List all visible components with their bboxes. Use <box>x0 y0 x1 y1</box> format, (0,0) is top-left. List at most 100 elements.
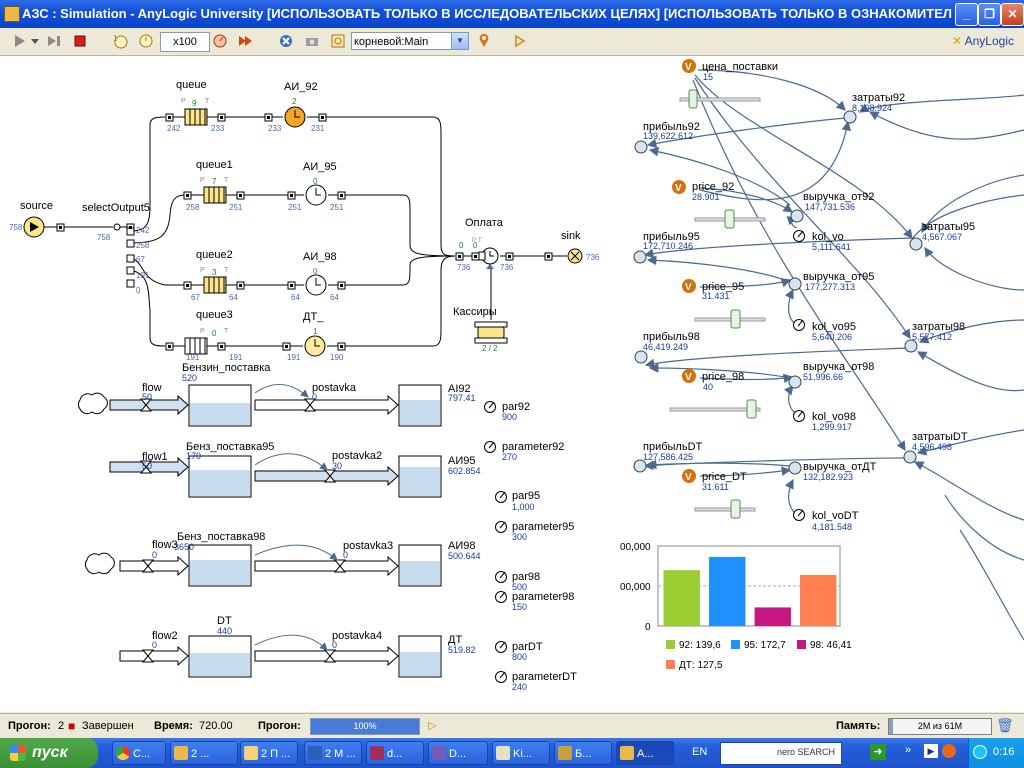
play-icon[interactable] <box>12 33 28 49</box>
minimize-button[interactable]: _ <box>955 3 978 26</box>
task-chrome[interactable]: C... <box>112 741 166 765</box>
slider-pricedt[interactable] <box>694 499 756 519</box>
task-b[interactable]: Б... <box>554 741 612 765</box>
svg-text:440: 440 <box>217 626 232 636</box>
root-select[interactable]: корневой:Main▼ <box>351 32 469 50</box>
play-dropdown-icon[interactable] <box>30 33 40 49</box>
queue-block[interactable]: queue P 9 T 242 233 <box>167 79 225 133</box>
sink-block[interactable]: sink 736 <box>561 230 600 264</box>
model-canvas[interactable]: source 758 selectOutput5 758 242 258 67 … <box>0 56 1024 712</box>
progress-bar: 100% <box>310 718 420 735</box>
payment-service[interactable]: Оплата 0 P T 0 736 736 <box>457 217 514 272</box>
speed-up-icon[interactable] <box>212 33 228 49</box>
var-cena-postavki[interactable]: V цена_поставки 15 <box>682 59 778 82</box>
maximize-button[interactable]: ❐ <box>978 3 1001 26</box>
quicklaunch-chevron-icon[interactable]: » <box>905 744 912 756</box>
sd-row-dt[interactable]: flow2 0 DT 440 postavka4 0 ДТ 519.82 <box>119 615 476 678</box>
param-kolvo[interactable]: kol_vo5,111.641 <box>793 230 851 253</box>
play-outline-icon[interactable] <box>512 33 528 49</box>
slider-price92[interactable] <box>694 209 766 229</box>
task-folder[interactable]: 2 П ... <box>240 741 298 765</box>
stop-icon[interactable] <box>72 33 88 49</box>
delay-ai95[interactable]: АИ_95 0 251 251 <box>288 161 344 212</box>
svg-text:500: 500 <box>512 582 527 592</box>
start-button[interactable]: пуск <box>0 738 98 768</box>
navigate-icon[interactable] <box>330 33 346 49</box>
queue2-block[interactable]: queue2 P 3 T 67 64 <box>191 249 238 302</box>
task-d[interactable]: D... <box>428 741 488 765</box>
sd-row-95[interactable]: flow1 50 Бенз_поставка95 170 postavka2 3… <box>109 441 481 498</box>
location-pin-icon[interactable] <box>476 33 492 49</box>
nero-search-box[interactable]: nero SEARCH <box>720 742 842 765</box>
time-mode-icon[interactable]: 1 <box>112 33 128 49</box>
task-word[interactable]: 2 М ... <box>304 741 362 765</box>
delay-ai98[interactable]: АИ_98 0 64 64 <box>291 251 339 302</box>
network-icon[interactable] <box>973 745 987 759</box>
queue3-block[interactable]: queue3 P 0 T 191 191 <box>184 309 243 362</box>
svg-text:51,996.66: 51,996.66 <box>803 372 843 382</box>
select-output-block[interactable] <box>113 223 121 231</box>
svg-text:251: 251 <box>330 203 344 212</box>
svg-text:flow: flow <box>142 382 162 394</box>
task-anylogic-active[interactable]: A... <box>616 741 674 765</box>
play-outline-icon[interactable]: ▷ <box>428 720 437 732</box>
trash-icon[interactable]: 🗑 <box>996 717 1014 733</box>
search-go-icon[interactable]: ➜ <box>870 744 886 760</box>
svg-text:DT: DT <box>217 615 232 627</box>
svg-text:kol_vo: kol_vo <box>812 231 844 243</box>
sd-row-92[interactable]: flow 50 Бензин_поставка 520 postavka 0 A… <box>77 362 476 427</box>
slider-price95[interactable] <box>694 309 766 329</box>
task-ki[interactable]: Ki... <box>492 741 550 765</box>
run-fast-icon[interactable] <box>238 33 254 49</box>
slider-cena[interactable] <box>679 89 761 109</box>
cashiers-pool[interactable]: Кассиры 2 / 2 <box>453 306 508 353</box>
media-play-icon[interactable]: ▶ <box>924 744 938 758</box>
queue1-block[interactable]: queue1 P 7 T 258 251 <box>186 159 243 212</box>
delay-dt[interactable]: ДТ_ 1 191 190 <box>287 311 344 362</box>
task-archive[interactable]: d... <box>366 741 424 765</box>
close-button[interactable]: ✕ <box>1001 3 1024 26</box>
delay-ai92[interactable]: АИ_92 2 233 231 <box>268 81 325 133</box>
step-icon[interactable] <box>46 33 62 49</box>
speed-field[interactable]: x100 <box>160 32 210 52</box>
camera-icon[interactable] <box>304 33 320 49</box>
slider-price98[interactable] <box>669 399 761 419</box>
slow-down-icon[interactable] <box>138 33 154 49</box>
opera-icon[interactable] <box>942 744 956 758</box>
language-indicator[interactable]: EN <box>692 746 708 758</box>
close-model-icon[interactable] <box>278 33 294 49</box>
task-anylogic-1[interactable]: 2 ... <box>170 741 238 765</box>
model-diagram[interactable]: source 758 selectOutput5 758 242 258 67 … <box>0 56 1024 712</box>
sd-row-98[interactable]: flow3 0 Бенз_поставка98 3650 postavka3 0… <box>84 531 481 587</box>
anylogic-logo[interactable]: ✕ AnyLogic <box>951 34 1014 48</box>
y-tick-label-zero: 0 <box>645 622 651 633</box>
